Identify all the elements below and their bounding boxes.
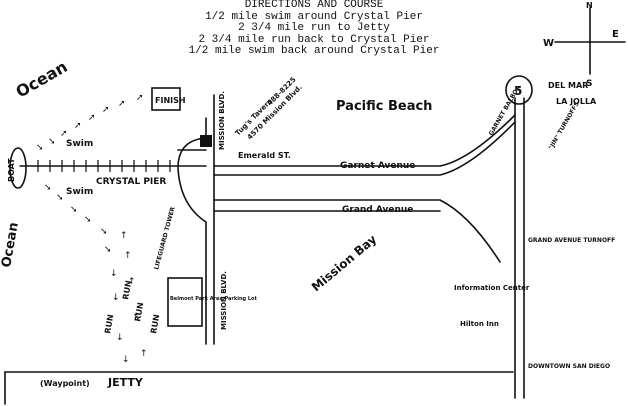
coastline	[177, 117, 207, 345]
mission-blvd-top-label: MISSION BLVD.	[218, 91, 226, 150]
svg-text:➚: ➚	[118, 99, 126, 109]
svg-text:➘: ➘	[48, 137, 56, 147]
pier-ticks	[37, 160, 171, 172]
run-label-2: RUN	[121, 280, 133, 301]
svg-text:➚: ➚	[88, 113, 96, 123]
parking-lot-box	[167, 277, 203, 327]
compass-s-label: S	[586, 79, 592, 89]
information-center-label: Information Center	[454, 284, 530, 292]
compass-n-label: N	[586, 1, 593, 10]
waypoint-label: (Waypoint)	[40, 379, 90, 388]
svg-text:↑: ↑	[140, 349, 148, 359]
emerald-st-label: Emerald ST.	[238, 151, 291, 160]
freeway-shield	[505, 75, 533, 105]
svg-text:➘: ➘	[70, 205, 78, 215]
swim-lower-label: Swim	[66, 187, 93, 197]
grand-avenue-line	[213, 199, 501, 263]
svg-text:➘: ➘	[104, 245, 112, 255]
svg-text:➘: ➘	[56, 193, 64, 203]
run-label-1: RUN	[103, 314, 115, 335]
pacific-beach-label: Pacific Beach	[336, 99, 432, 114]
swim-upper-label: Swim	[66, 139, 93, 149]
downtown-label: DOWNTOWN SAN DIEGO	[528, 363, 610, 370]
svg-text:↑: ↑	[132, 313, 140, 323]
svg-text:➘: ➘	[44, 183, 52, 193]
garnet-avenue-label: Garnet Avenue	[340, 161, 415, 171]
compass-e-label: E	[612, 29, 619, 40]
compass-w-label: W	[543, 38, 554, 49]
finish-label: FINISH	[155, 96, 186, 105]
course-arrows: ➚ ➚ ➚ ➚ ➚ ➚ ➘ ➘ ➘ ➘ ➘ ➘ ➘ ➘ ↑ ↑ ↑ ↑ ↑ ↓ ↓ ↓ ↓	[36, 93, 148, 365]
ocean-top-label: Ocean	[13, 57, 71, 102]
ocean-bottom-label: Ocean	[0, 221, 22, 269]
mission-blvd-bottom-label: MISSION BLVD.	[220, 271, 228, 330]
heading-line-3: 2 3/4 mile run back to Crystal Pier	[198, 33, 430, 46]
jetty-label: JETTY	[107, 376, 144, 389]
svg-text:↓: ↓	[110, 269, 118, 279]
svg-text:➚: ➚	[60, 129, 68, 139]
heading-line-1: 1/2 mile swim around Crystal Pier	[205, 10, 423, 23]
garnet-avenue-line	[213, 114, 516, 167]
lifeguard-tower-label: LIFEGUARD TOWER	[153, 206, 177, 271]
boat-shape	[9, 147, 27, 189]
svg-text:➘: ➘	[36, 143, 44, 153]
svg-text:↓: ↓	[116, 333, 124, 343]
heading-title: DIRECTIONS AND COURSE	[244, 0, 384, 11]
run-label-3: RUN	[133, 302, 145, 323]
heading-line-4: 1/2 mile swim back around Crystal Pier	[188, 45, 440, 57]
finish-box	[151, 87, 181, 111]
boat-label: BOAT	[7, 158, 16, 182]
mission-bay-label: Mission Bay	[309, 232, 380, 294]
svg-text:➚: ➚	[136, 93, 144, 103]
parking-lot-label: Belmont Park Area Parking Lot	[170, 296, 257, 302]
tavern-marker	[200, 135, 212, 147]
svg-text:➘: ➘	[100, 227, 108, 237]
jin-turnoffs-label: "JIN" TURNOFFS	[548, 101, 581, 151]
del-mar-label: DEL MAR	[548, 81, 588, 90]
course-heading: DIRECTIONS AND COURSE 1/2 mile swim arou…	[0, 0, 628, 58]
svg-text:➘: ➘	[84, 215, 92, 225]
grand-avenue-label: Grand Avenue	[342, 205, 413, 215]
svg-text:↓: ↓	[112, 293, 120, 303]
run-label-4: RUN	[149, 314, 161, 335]
crystal-pier-label: CRYSTAL PIER	[96, 177, 166, 187]
grand-avenue-turnoff-label: GRAND AVENUE TURNOFF	[528, 237, 615, 244]
freeway-5-label: 5	[514, 84, 522, 98]
svg-text:➚: ➚	[74, 121, 82, 131]
hilton-inn-label: Hilton Inn	[460, 320, 499, 328]
svg-text:➚: ➚	[102, 105, 110, 115]
svg-text:↑: ↑	[120, 231, 128, 241]
heading-line-2: 2 3/4 mile run to Jetty	[238, 22, 390, 34]
la-jolla-label: LA JOLLA	[556, 97, 597, 106]
svg-text:↑: ↑	[128, 277, 136, 287]
svg-text:↑: ↑	[124, 251, 132, 261]
svg-text:↓: ↓	[122, 355, 130, 365]
